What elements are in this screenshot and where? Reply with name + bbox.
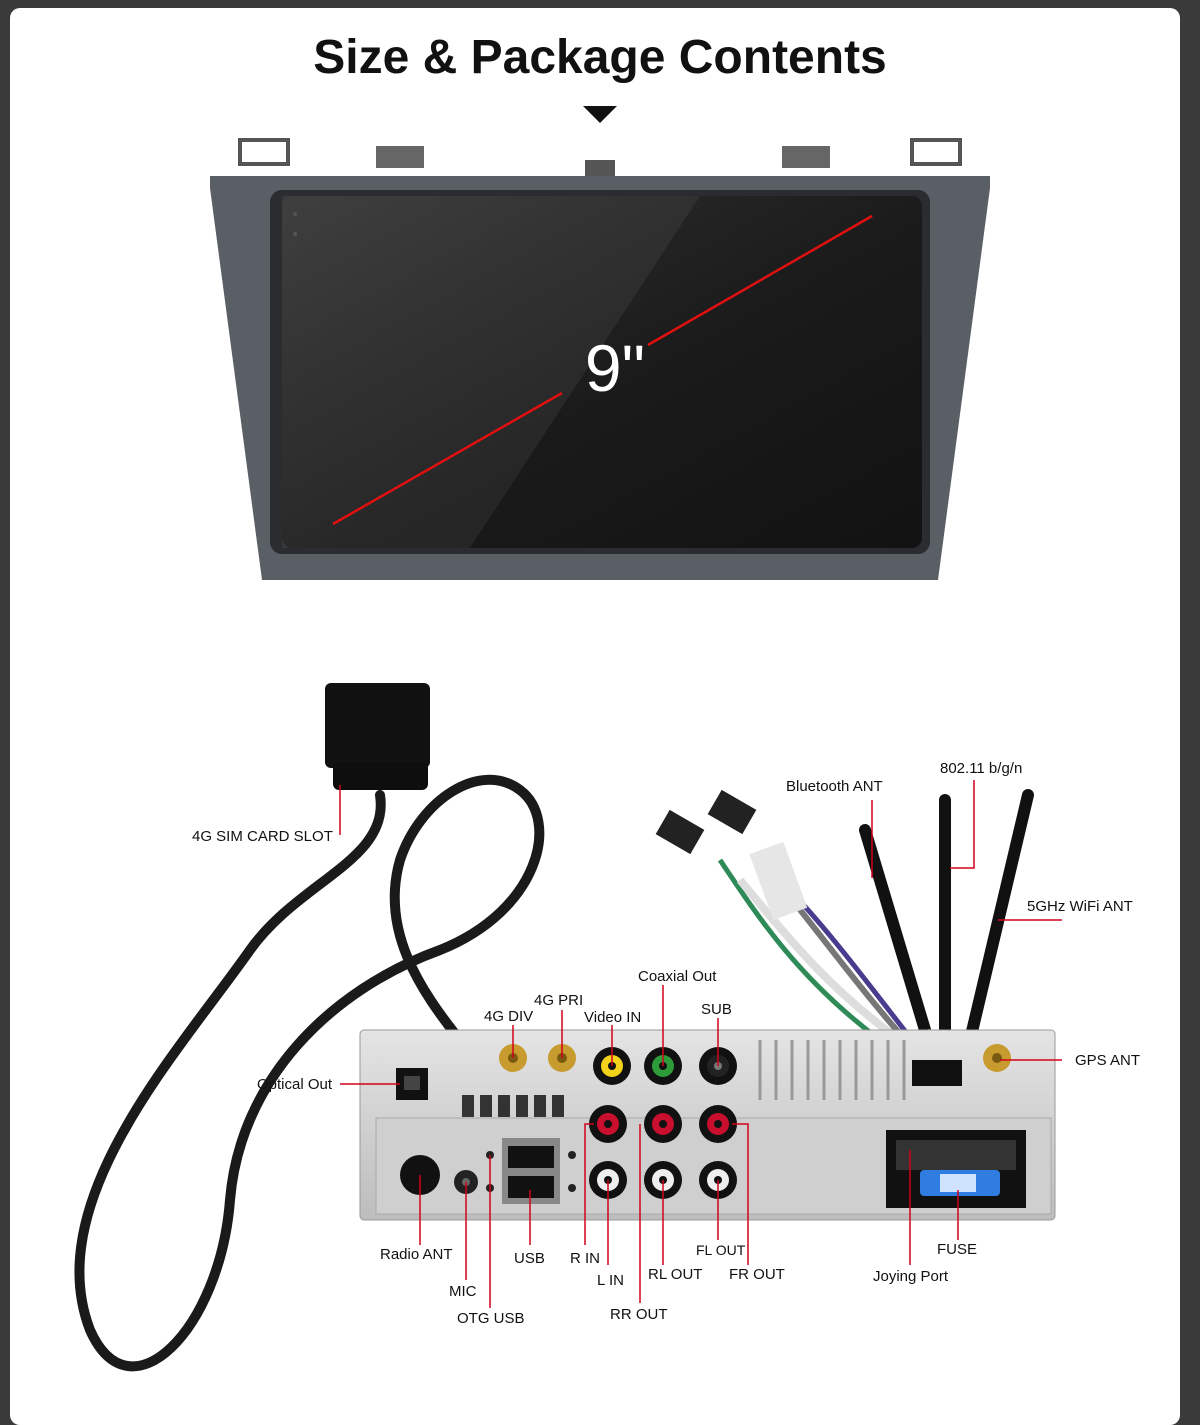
label-coaxial-out: Coaxial Out: [638, 968, 717, 985]
label-r-in: R IN: [570, 1250, 600, 1267]
screen-size-label: 9": [584, 331, 646, 405]
label-4g-pri: 4G PRI: [534, 992, 584, 1009]
head-unit: [210, 138, 990, 580]
label-usb: USB: [514, 1250, 545, 1267]
label-optical-out: Optical Out: [257, 1076, 333, 1093]
label-video-in: Video IN: [584, 1009, 642, 1026]
page-title: Size & Package Contents: [313, 31, 887, 84]
label-5ghz-wifi-ant: 5GHz WiFi ANT: [1027, 898, 1133, 915]
label-l-in: L IN: [597, 1272, 624, 1289]
leader-lines: [340, 985, 1062, 1308]
rear-chassis: [359, 1029, 1056, 1221]
label-rl-out: RL OUT: [648, 1266, 703, 1283]
label-joying-port: Joying Port: [873, 1268, 949, 1285]
label-bluetooth-ant: Bluetooth ANT: [786, 778, 883, 795]
label-otg-usb: OTG USB: [457, 1310, 525, 1327]
label-mic: MIC: [449, 1283, 477, 1300]
label-sub: SUB: [701, 1001, 732, 1018]
antenna-bundle: [655, 780, 1062, 1075]
label-4g-div: 4G DIV: [484, 1008, 534, 1025]
label-fuse: FUSE: [937, 1241, 978, 1258]
label-fl-out: FL OUT: [696, 1242, 746, 1258]
diagonal-line-lower: [332, 391, 563, 526]
label-wifi-bgn: 802.11 b/g/n: [940, 760, 1023, 777]
screen: [282, 196, 922, 548]
label-rr-out: RR OUT: [610, 1306, 668, 1323]
down-arrow-icon: [583, 106, 617, 123]
diagonal-line-upper: [647, 214, 873, 347]
label-radio-ant: Radio ANT: [380, 1246, 453, 1263]
label-gps-ant: GPS ANT: [1075, 1052, 1141, 1069]
label-sim-card-slot: 4G SIM CARD SLOT: [192, 828, 333, 845]
label-fr-out: FR OUT: [729, 1266, 785, 1283]
sim-card-cable: [74, 683, 545, 1372]
